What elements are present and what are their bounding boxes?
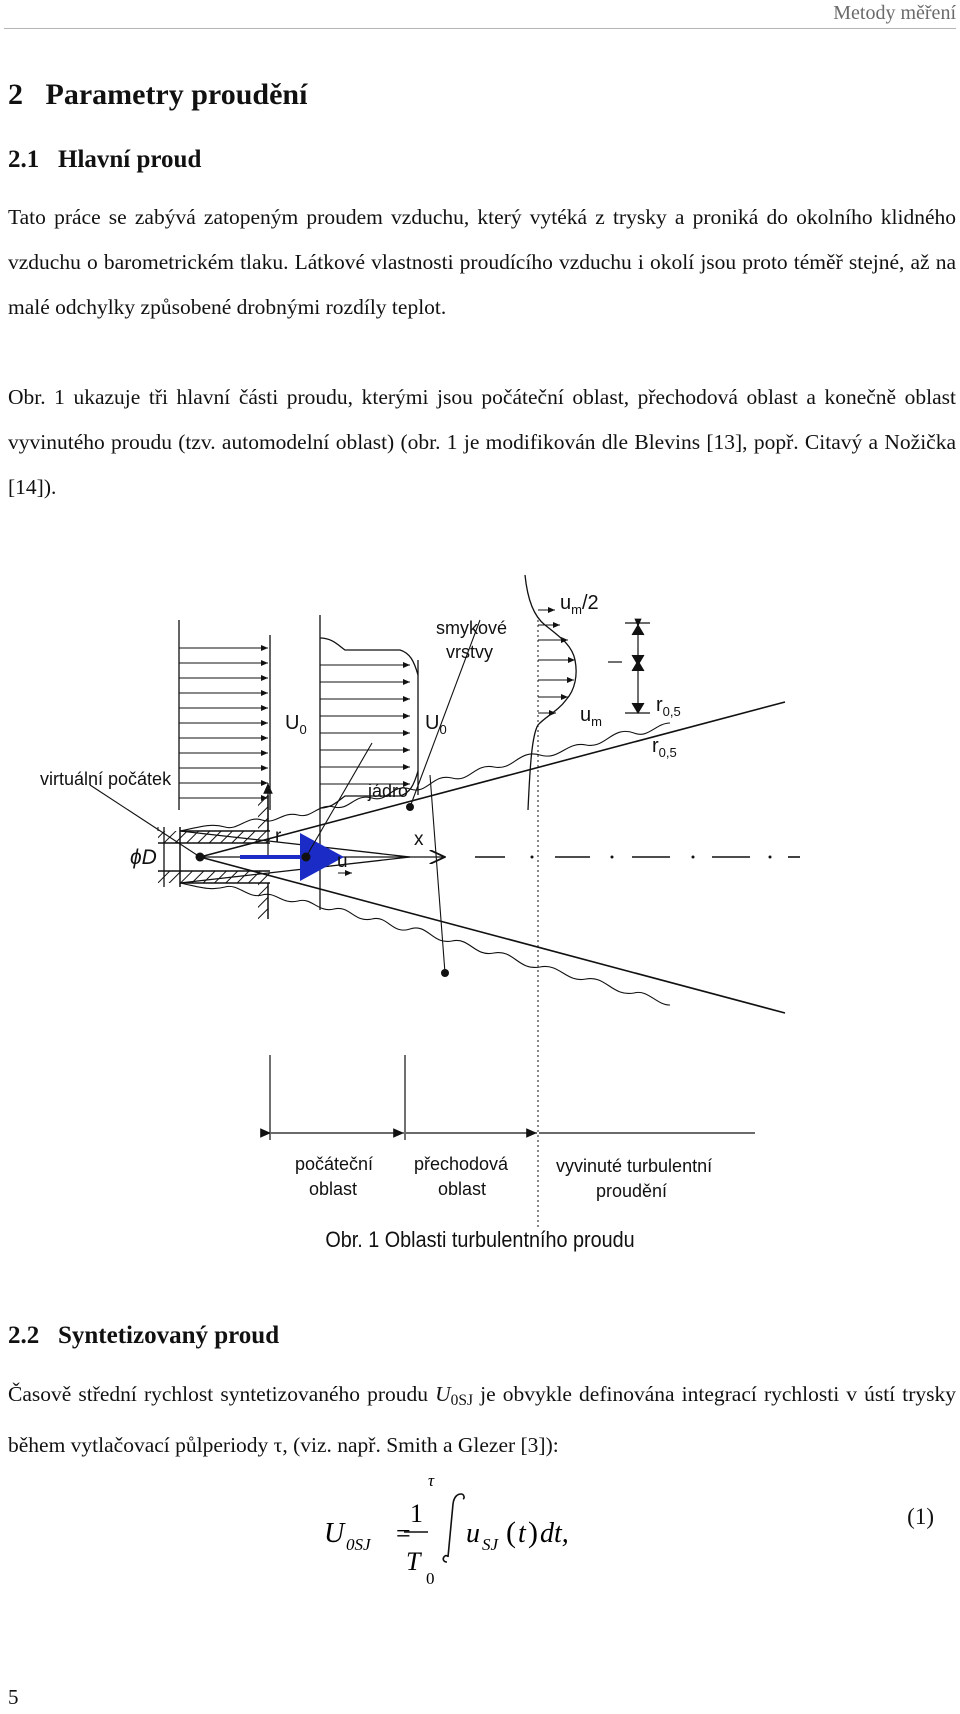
- shear-layers-label-line1: smykové: [436, 618, 507, 638]
- upper-spread-line: [199, 701, 786, 858]
- eq-denominator: T: [406, 1547, 422, 1576]
- shear-layers-label-line2: vrstvy: [446, 642, 493, 662]
- eq-equals: =: [396, 1519, 411, 1548]
- diameter-label: ϕD: [130, 846, 157, 869]
- region-dimension-line: [260, 1055, 755, 1140]
- eq-numerator: 1: [410, 1499, 423, 1528]
- subsection-number: 2.1: [8, 146, 40, 173]
- equation-1: U 0SJ = 1 T τ 0 u SJ ( t ) dt,: [300, 1470, 920, 1590]
- eq-arg: t: [518, 1518, 527, 1549]
- r-axis-label: r: [275, 826, 282, 847]
- eq-paren-close: ): [528, 1516, 538, 1549]
- lower-wavy-boundary: [179, 882, 671, 1006]
- paragraph-3-before: Časově střední rychlost syntetizovaného …: [8, 1382, 436, 1406]
- eq-integrand-sub: SJ: [482, 1535, 500, 1554]
- r05-dimension: [608, 618, 650, 714]
- nozzle: [157, 795, 270, 919]
- paragraph-3-after: je obvykle definována integrací rychlost…: [8, 1382, 956, 1457]
- core-leader: [305, 742, 373, 858]
- paragraph-3-symbol-sub: 0SJ: [450, 1391, 474, 1409]
- subsection-heading-2-1: 2.1 Hlavní proud: [8, 146, 201, 174]
- subsection-title: Syntetizovaný proud: [58, 1322, 280, 1349]
- equation-svg: U 0SJ = 1 T τ 0 u SJ ( t ) dt,: [324, 1471, 569, 1588]
- eq-differential: dt,: [540, 1518, 569, 1549]
- paragraph-2: Obr. 1 ukazuje tři hlavní části proudu, …: [8, 385, 956, 499]
- U0-label-1: U0: [285, 712, 307, 737]
- equation-number: (1): [907, 1504, 934, 1529]
- um-half-label: um/2: [560, 592, 599, 617]
- eq-lower-limit: 0: [426, 1569, 435, 1588]
- figure-caption: Obr. 1 Oblasti turbulentního proudu: [325, 1227, 635, 1252]
- region-initial-line1: počáteční: [295, 1154, 373, 1174]
- core-label: jádro: [367, 781, 408, 801]
- region-initial-line2: oblast: [309, 1179, 357, 1199]
- region-developed-line1: vyvinuté turbulentní: [556, 1156, 712, 1176]
- eq-upper-limit: τ: [428, 1471, 435, 1490]
- region-developed-line2: proudění: [596, 1181, 667, 1201]
- eq-integral-sign: [442, 1493, 465, 1563]
- figure-turbulent-jet-regions: virtuální počátek smykové vrstvy jádro u…: [0, 565, 960, 1300]
- section-number: 2: [8, 78, 23, 111]
- um-label: um: [580, 704, 602, 729]
- lower-spread-line: [199, 856, 786, 1014]
- paragraph-1: Tato práce se zabývá zatopeným proudem v…: [8, 205, 956, 319]
- section-heading: 2 Parametry proudění: [8, 78, 307, 112]
- subsection-title: Hlavní proud: [58, 146, 202, 173]
- section-title: Parametry proudění: [45, 78, 308, 111]
- U0-label-2: U0: [425, 712, 447, 737]
- eq-lhs-sub: 0SJ: [346, 1535, 372, 1554]
- eq-paren-open: (: [506, 1516, 516, 1549]
- subsection-number: 2.2: [8, 1322, 40, 1349]
- running-title: Metody měření: [833, 2, 956, 24]
- uniform-profile-arrows: [179, 635, 271, 810]
- paragraph-3: Časově střední rychlost syntetizovaného …: [8, 1372, 956, 1468]
- virtual-origin-leader: [89, 784, 201, 858]
- region-transition-line1: přechodová: [414, 1154, 509, 1174]
- region-transition-line2: oblast: [438, 1179, 486, 1199]
- gaussian-profile: [524, 574, 577, 811]
- r05-label-2: r0,5: [652, 735, 677, 760]
- centerline: [475, 855, 800, 859]
- shear-layer-leader-2: [429, 774, 446, 974]
- header-rule: [4, 28, 956, 29]
- subsection-heading-2-2: 2.2 Syntetizovaný proud: [8, 1322, 279, 1350]
- upper-wavy-boundary: [179, 722, 671, 832]
- eq-lhs: U: [324, 1518, 346, 1549]
- paragraph-3-symbol: U: [435, 1382, 451, 1406]
- jet-diagram: virtuální počátek smykové vrstvy jádro u…: [40, 574, 800, 1230]
- core-profile: [319, 637, 419, 809]
- x-axis-label: x: [414, 829, 424, 850]
- shear-layer-leader: [409, 619, 481, 808]
- r05-label-1: r0,5: [656, 694, 681, 719]
- page-number: 5: [8, 1685, 19, 1709]
- u-vector-label: u: [337, 851, 348, 872]
- virtual-origin-label: virtuální počátek: [40, 769, 172, 789]
- eq-integrand: u: [466, 1518, 480, 1549]
